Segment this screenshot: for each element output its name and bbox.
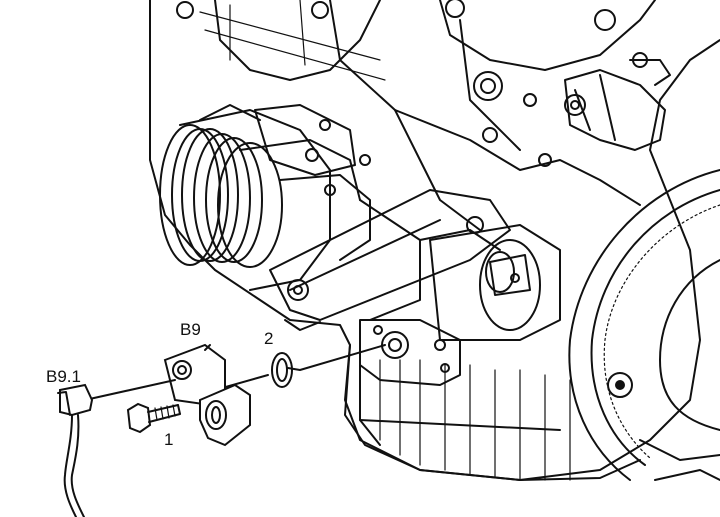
sensor-connector [57, 379, 176, 517]
label-b9: B9 [180, 320, 201, 339]
belt-bracket [269, 189, 511, 331]
oil-pan [344, 344, 641, 481]
sensor-mounting-boss [359, 319, 461, 386]
starter-motor [429, 224, 561, 341]
mounting-bolt [126, 402, 181, 434]
label-b9-1: B9.1 [46, 367, 81, 386]
flywheel [568, 169, 720, 481]
crank-position-sensor [163, 343, 251, 447]
compressor-assembly [159, 104, 371, 291]
o-ring [271, 352, 293, 388]
camshaft-actuator [564, 59, 671, 151]
label-o-ring: 2 [264, 329, 273, 348]
label-bolt: 1 [164, 430, 173, 449]
